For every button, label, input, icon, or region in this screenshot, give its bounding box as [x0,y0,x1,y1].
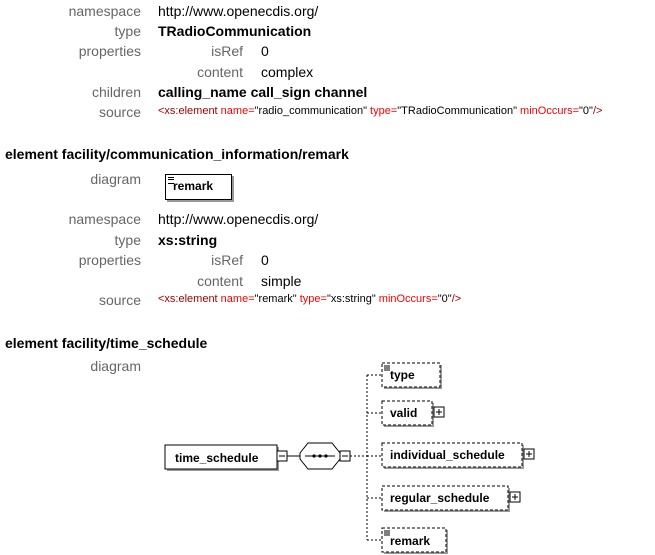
remark-isref-value: 0 [261,252,269,268]
child-valid-label: valid [390,406,417,420]
child-remark-label: remark [390,534,430,548]
child-type-label: type [390,368,415,382]
remark-content-value: simple [261,273,302,289]
type-value: TRadioCommunication [158,23,312,39]
source-label: source [98,104,141,120]
remark-source-code: <xs:element name="remark" type="xs:strin… [158,293,462,305]
remark-diagram-box[interactable]: remark [165,174,232,200]
remark-properties-label: properties [78,252,141,268]
children-label: children [91,84,141,100]
remark-type-label: type [114,232,141,248]
properties-label: properties [78,43,141,59]
child-type-lines-icon [384,365,390,371]
content-value: complex [261,64,314,80]
content-label: content [197,64,243,80]
child-regular-schedule-label: regular_schedule [390,491,490,505]
remark-namespace-label: namespace [68,211,141,227]
remark-type-value: xs:string [158,232,218,248]
sequence-compositor-icon[interactable] [299,442,342,470]
children-value: calling_name call_sign channel [158,84,368,100]
child-individual-schedule-box[interactable]: individual_schedule [381,442,524,469]
root-element-label: time_schedule [175,451,259,465]
child-valid-expand-icon[interactable] [433,406,445,418]
child-individual-schedule-label: individual_schedule [390,448,505,462]
remark-namespace-value: http://www.openecdis.org/ [158,211,319,227]
child-remark-box[interactable]: remark [381,527,448,554]
child-valid-box[interactable]: valid [381,400,434,427]
remark-isref-label: isRef [211,252,243,268]
root-collapse-icon[interactable] [276,450,288,462]
sequence-collapse-icon[interactable] [339,450,351,462]
child-regular-schedule-box[interactable]: regular_schedule [381,485,510,512]
isref-label: isRef [211,43,243,59]
remark-content-label: content [197,273,243,289]
remark-box-label: remark [173,179,214,193]
time-schedule-diagram-label: diagram [90,358,141,374]
child-individual-schedule-expand-icon[interactable] [523,448,535,460]
isref-value: 0 [261,43,269,59]
namespace-value: http://www.openecdis.org/ [158,3,319,19]
time-schedule-heading: element facility/time_schedule [5,335,208,351]
child-type-box[interactable]: type [381,362,442,389]
source-code: <xs:element name="radio_communication" t… [158,105,603,117]
child-remark-lines-icon [384,530,390,536]
remark-heading: element facility/communication_informati… [5,146,349,162]
child-regular-schedule-expand-icon[interactable] [509,491,521,503]
remark-source-label: source [98,292,141,308]
namespace-label: namespace [68,3,141,19]
type-label: type [114,23,141,39]
root-element-box[interactable]: time_schedule [164,444,279,471]
remark-diagram-label: diagram [90,171,141,187]
remark-box-lines-icon [168,177,174,184]
